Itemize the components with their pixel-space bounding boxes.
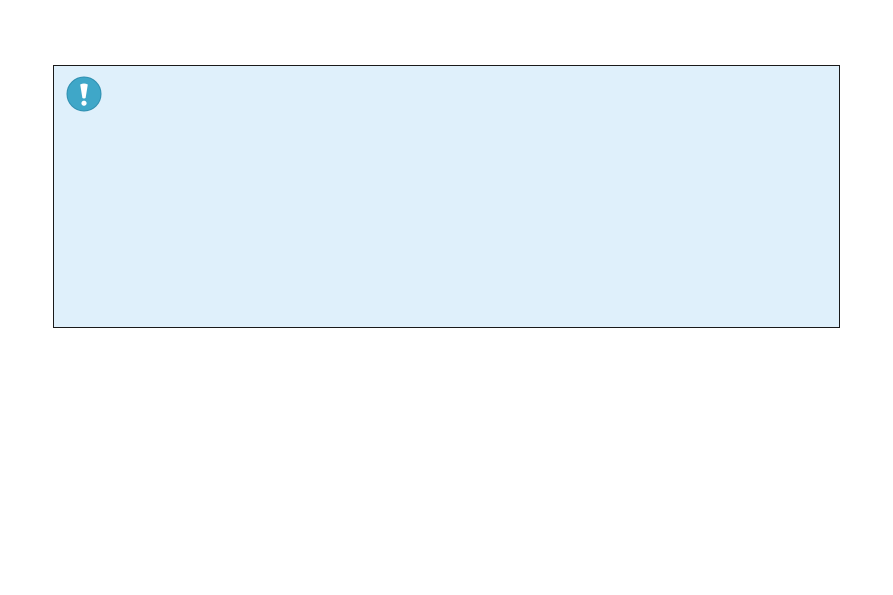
important-notice-box	[53, 65, 840, 328]
exclamation-circle-icon	[66, 76, 102, 112]
